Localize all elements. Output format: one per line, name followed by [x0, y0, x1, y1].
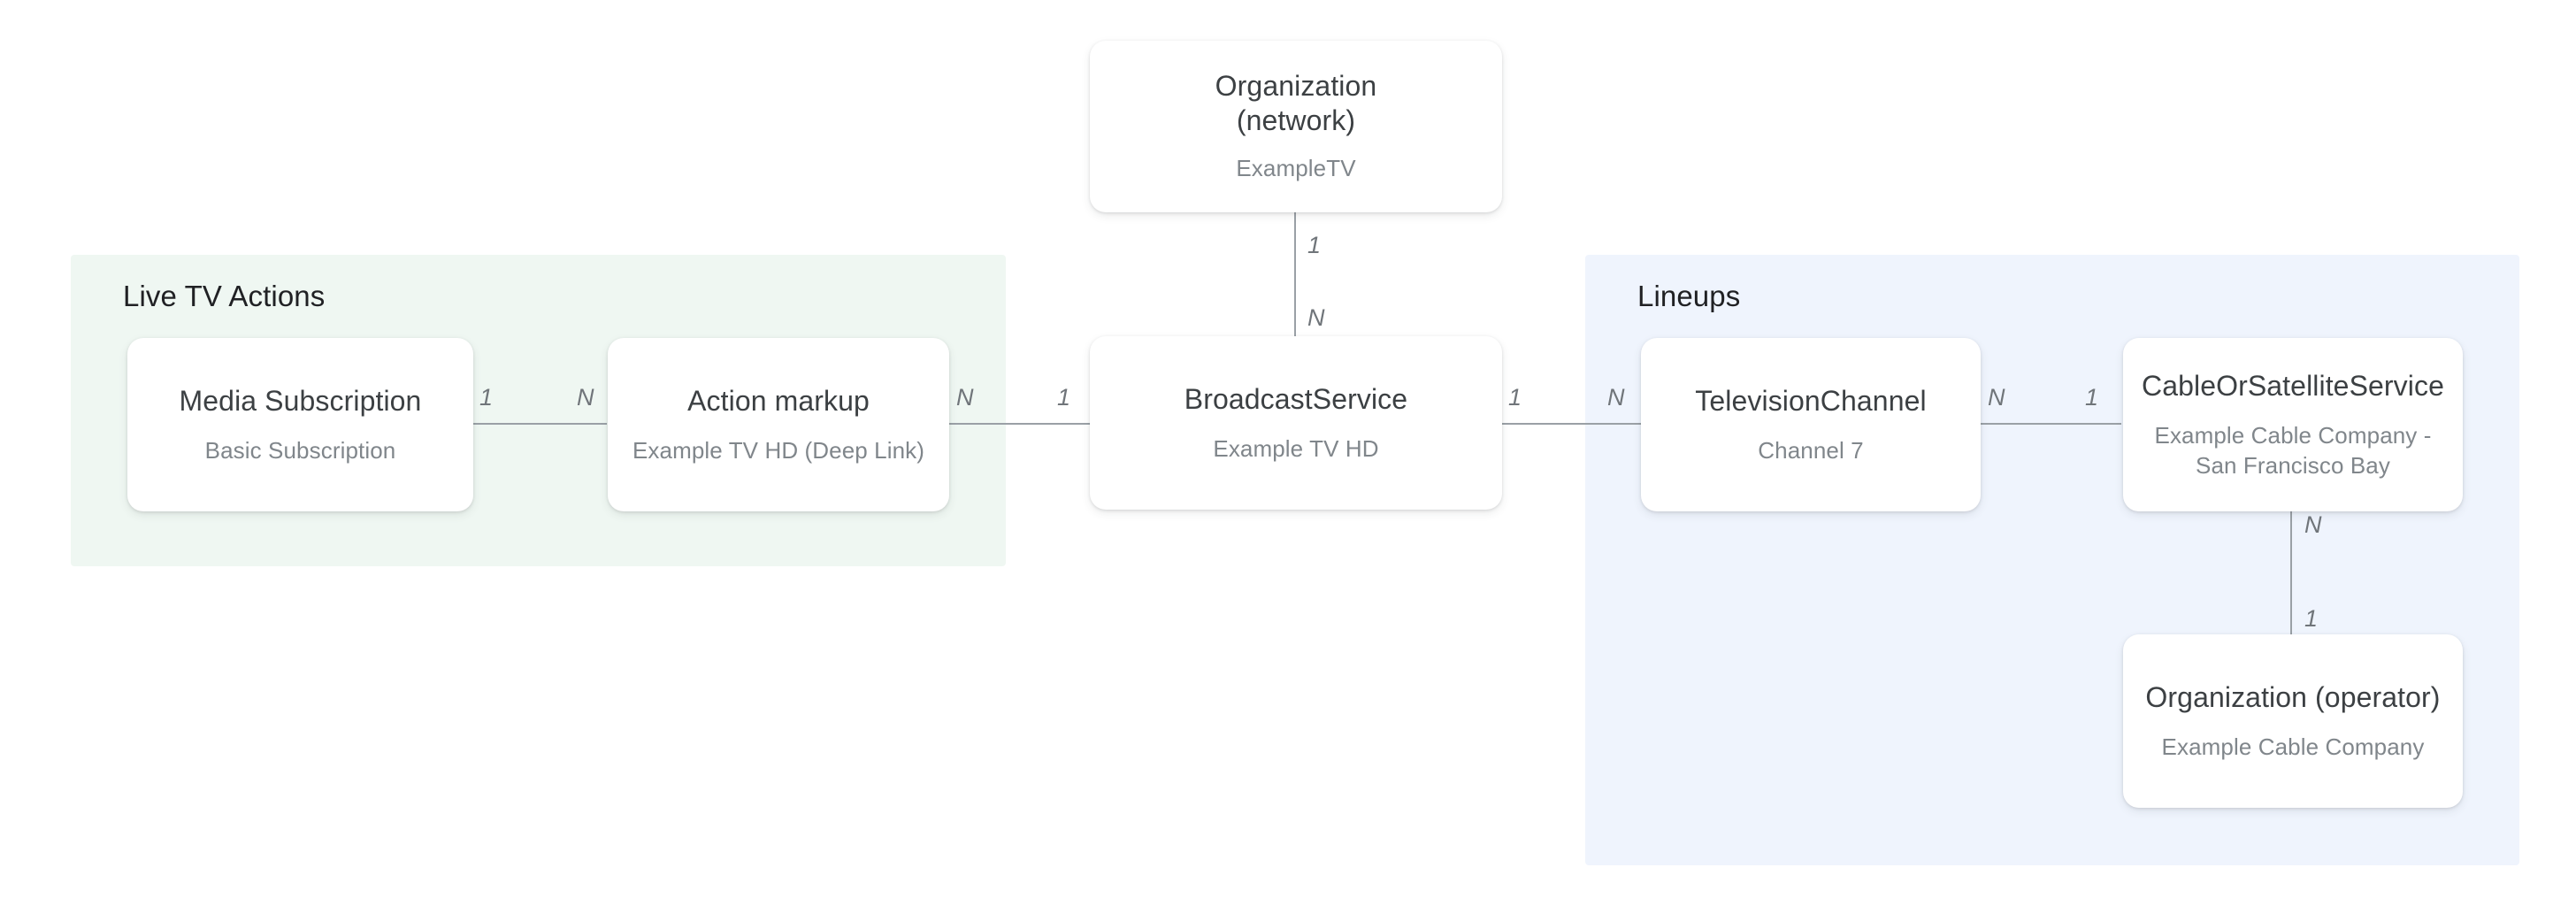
- edge-line-television-channel-to-cable-service: [1971, 423, 2121, 425]
- edge-label-media-subscription-to-action-markup-to: N: [577, 384, 594, 411]
- edge-line-broadcast-to-television-channel: [1491, 423, 1644, 425]
- edge-line-org-network-to-broadcast: [1294, 211, 1296, 342]
- node-cable-or-satellite-service[interactable]: CableOrSatelliteService Example Cable Co…: [2123, 338, 2463, 511]
- node-media-subscription-title: Media Subscription: [179, 384, 422, 417]
- group-title-lineups: Lineups: [1637, 280, 1741, 312]
- node-broadcast-service-title: BroadcastService: [1184, 382, 1408, 415]
- edge-label-media-subscription-to-action-markup-from: 1: [479, 384, 494, 411]
- node-television-channel-title: TelevisionChannel: [1695, 384, 1927, 417]
- node-cable-or-satellite-service-subtitle-line1: Example Cable Company -: [2154, 422, 2432, 449]
- node-organization-network-title: Organization (network): [1215, 69, 1377, 138]
- edge-label-broadcast-to-television-channel-from: 1: [1508, 384, 1522, 411]
- node-organization-network-subtitle: ExampleTV: [1236, 155, 1356, 182]
- node-organization-operator-subtitle: Example Cable Company: [2161, 733, 2425, 760]
- node-cable-or-satellite-service-subtitle-line2: San Francisco Bay: [2196, 451, 2390, 479]
- node-organization-network-title-line2: (network): [1236, 104, 1356, 137]
- node-organization-network[interactable]: Organization (network) ExampleTV: [1090, 41, 1502, 212]
- node-media-subscription[interactable]: Media Subscription Basic Subscription: [127, 338, 473, 511]
- node-organization-operator[interactable]: Organization (operator) Example Cable Co…: [2123, 634, 2463, 808]
- edge-label-television-channel-to-cable-service-from: N: [1988, 384, 2005, 411]
- node-action-markup[interactable]: Action markup Example TV HD (Deep Link): [608, 338, 949, 511]
- edge-label-cable-service-to-org-operator-to: 1: [2304, 605, 2319, 632]
- edge-label-cable-service-to-org-operator-from: N: [2304, 511, 2322, 538]
- node-cable-or-satellite-service-title: CableOrSatelliteService: [2141, 370, 2444, 403]
- node-organization-network-title-line1: Organization: [1215, 70, 1377, 103]
- edge-label-action-markup-to-broadcast-to: 1: [1057, 384, 1071, 411]
- node-broadcast-service[interactable]: BroadcastService Example TV HD: [1090, 336, 1502, 510]
- edge-label-television-channel-to-cable-service-to: 1: [2085, 384, 2099, 411]
- node-organization-operator-title: Organization (operator): [2145, 680, 2441, 713]
- edge-label-org-network-to-broadcast-from: 1: [1307, 232, 1322, 258]
- edge-label-action-markup-to-broadcast-from: N: [956, 384, 974, 411]
- node-action-markup-title: Action markup: [687, 384, 870, 417]
- edge-line-cable-service-to-org-operator: [2290, 504, 2292, 642]
- edge-line-media-subscription-to-action-markup: [464, 423, 607, 425]
- edge-line-action-markup-to-broadcast: [939, 423, 1099, 425]
- node-cable-or-satellite-service-subtitle: Example Cable Company - San Francisco Ba…: [2155, 421, 2432, 480]
- edge-label-org-network-to-broadcast-to: N: [1307, 304, 1325, 331]
- node-broadcast-service-subtitle: Example TV HD: [1213, 434, 1379, 462]
- node-television-channel[interactable]: TelevisionChannel Channel 7: [1641, 338, 1981, 511]
- node-television-channel-subtitle: Channel 7: [1758, 436, 1864, 464]
- node-action-markup-subtitle: Example TV HD (Deep Link): [632, 436, 925, 464]
- group-title-live-tv-actions: Live TV Actions: [123, 280, 326, 312]
- node-media-subscription-subtitle: Basic Subscription: [204, 436, 396, 464]
- edge-label-broadcast-to-television-channel-to: N: [1607, 384, 1625, 411]
